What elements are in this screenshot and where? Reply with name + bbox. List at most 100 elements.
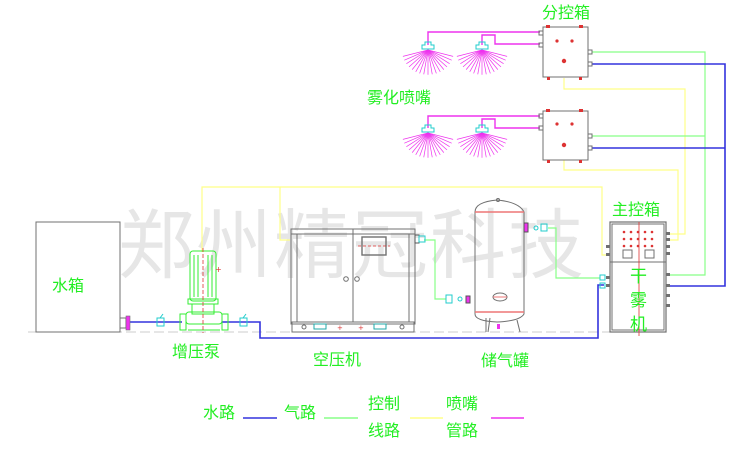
air-compressor-label: 空压机 [313,350,361,369]
spray-line [469,49,483,72]
legend-label-water: 水路 [203,403,235,422]
dry-fog-label-2: 雾 [630,291,647,311]
spray-line [481,132,495,155]
svg-text:+: + [337,324,343,332]
water-valve-2[interactable] [239,313,248,327]
spray-line [427,132,448,151]
nozzle-head-icon [475,41,489,50]
nozzle-lines [427,31,540,129]
spray-line [423,49,429,75]
spray-line [404,49,429,61]
watermark: 郑州精冠科技 [118,201,586,290]
spray-line [481,132,504,148]
air-lines [424,51,706,300]
spray-line [427,49,441,72]
legend-label-nozzle-2: 管路 [446,421,478,440]
booster-pump[interactable]: + 增压泵 [172,248,229,361]
nozzle[interactable] [402,124,454,158]
spray-line [427,49,448,68]
spray-line [458,132,483,144]
spray-line [465,49,483,70]
spray-line [419,49,429,74]
spray-line [406,132,429,148]
atomizing-nozzles [402,41,508,158]
spray-line [481,49,499,70]
indicator-lights [622,230,654,248]
nozzle-head-icon [421,41,435,50]
legend: 水路 气路 控制 线路 喷嘴 管路 [203,394,524,440]
nozzle[interactable] [456,124,508,158]
spray-line [404,132,429,144]
spray-line [427,132,437,157]
sub-control-box-2[interactable] [538,109,593,163]
spray-line [473,132,483,157]
spray-line [427,132,454,140]
water-tank[interactable]: 水箱 [35,221,131,333]
spray-line [462,49,483,68]
spray-line [427,49,437,74]
sub-control-box-1[interactable] [538,25,593,80]
air-compressor[interactable]: + + 空压机 [290,228,426,369]
spray-line [427,132,450,148]
nozzle[interactable] [402,41,454,75]
spray-line [481,49,506,61]
spray-line [427,132,441,155]
spray-line [427,132,445,153]
air-storage-tank-label: 储气罐 [481,351,529,370]
spray-line [458,49,483,61]
spray-line [460,49,483,65]
spray-line [477,49,483,75]
spray-line [402,49,429,57]
spray-line [481,132,499,153]
legend-label-control-2: 线路 [368,421,400,440]
legend-label-nozzle-1: 喷嘴 [446,394,478,413]
spray-line [481,49,495,72]
spray-line [406,49,429,65]
spray-line [481,49,502,68]
spray-line [427,132,433,158]
spray-line [419,132,429,157]
spray-line [481,49,487,75]
main-control-box[interactable]: 主控箱 干 雾 机 [599,200,670,336]
svg-text:+: + [358,324,364,332]
spray-line [427,49,433,75]
water-tank-label: 水箱 [52,276,84,295]
spray-line [469,132,483,155]
water-valve-1[interactable] [156,313,165,327]
spray-line [415,132,429,155]
spray-line [481,49,491,74]
control-lines [201,78,686,256]
spray-line [456,49,483,57]
spray-line [481,49,508,57]
spray-line [427,49,454,57]
spray-line [481,132,506,144]
legend-label-control-1: 控制 [368,394,400,413]
nozzle[interactable] [456,41,508,75]
spray-line [481,132,491,157]
spray-line [427,49,452,61]
legend-item-nozzle: 喷嘴 管路 [446,394,524,440]
spray-line [473,49,483,74]
svg-text:+: + [215,265,222,274]
atomizing-nozzle-label: 雾化喷嘴 [367,88,431,107]
legend-item-water: 水路 [203,403,277,422]
spray-line [456,132,483,140]
air-filter[interactable] [445,294,471,304]
spray-line [427,49,445,70]
nozzle-head-icon [421,124,435,133]
air-inlet-fitting[interactable] [599,274,606,289]
spray-line [415,49,429,72]
legend-item-control: 控制 线路 [368,394,443,440]
nozzle-head-icon [475,124,489,133]
spray-line [427,49,450,65]
spray-line [408,132,429,151]
spray-line [465,132,483,153]
spray-line [481,132,502,151]
legend-item-air: 气路 [284,403,358,422]
legend-label-air: 气路 [284,403,316,422]
spray-line [411,49,429,70]
air-storage-tank[interactable]: 储气罐 [474,198,548,371]
spray-line [427,132,452,144]
spray-line [477,132,483,158]
